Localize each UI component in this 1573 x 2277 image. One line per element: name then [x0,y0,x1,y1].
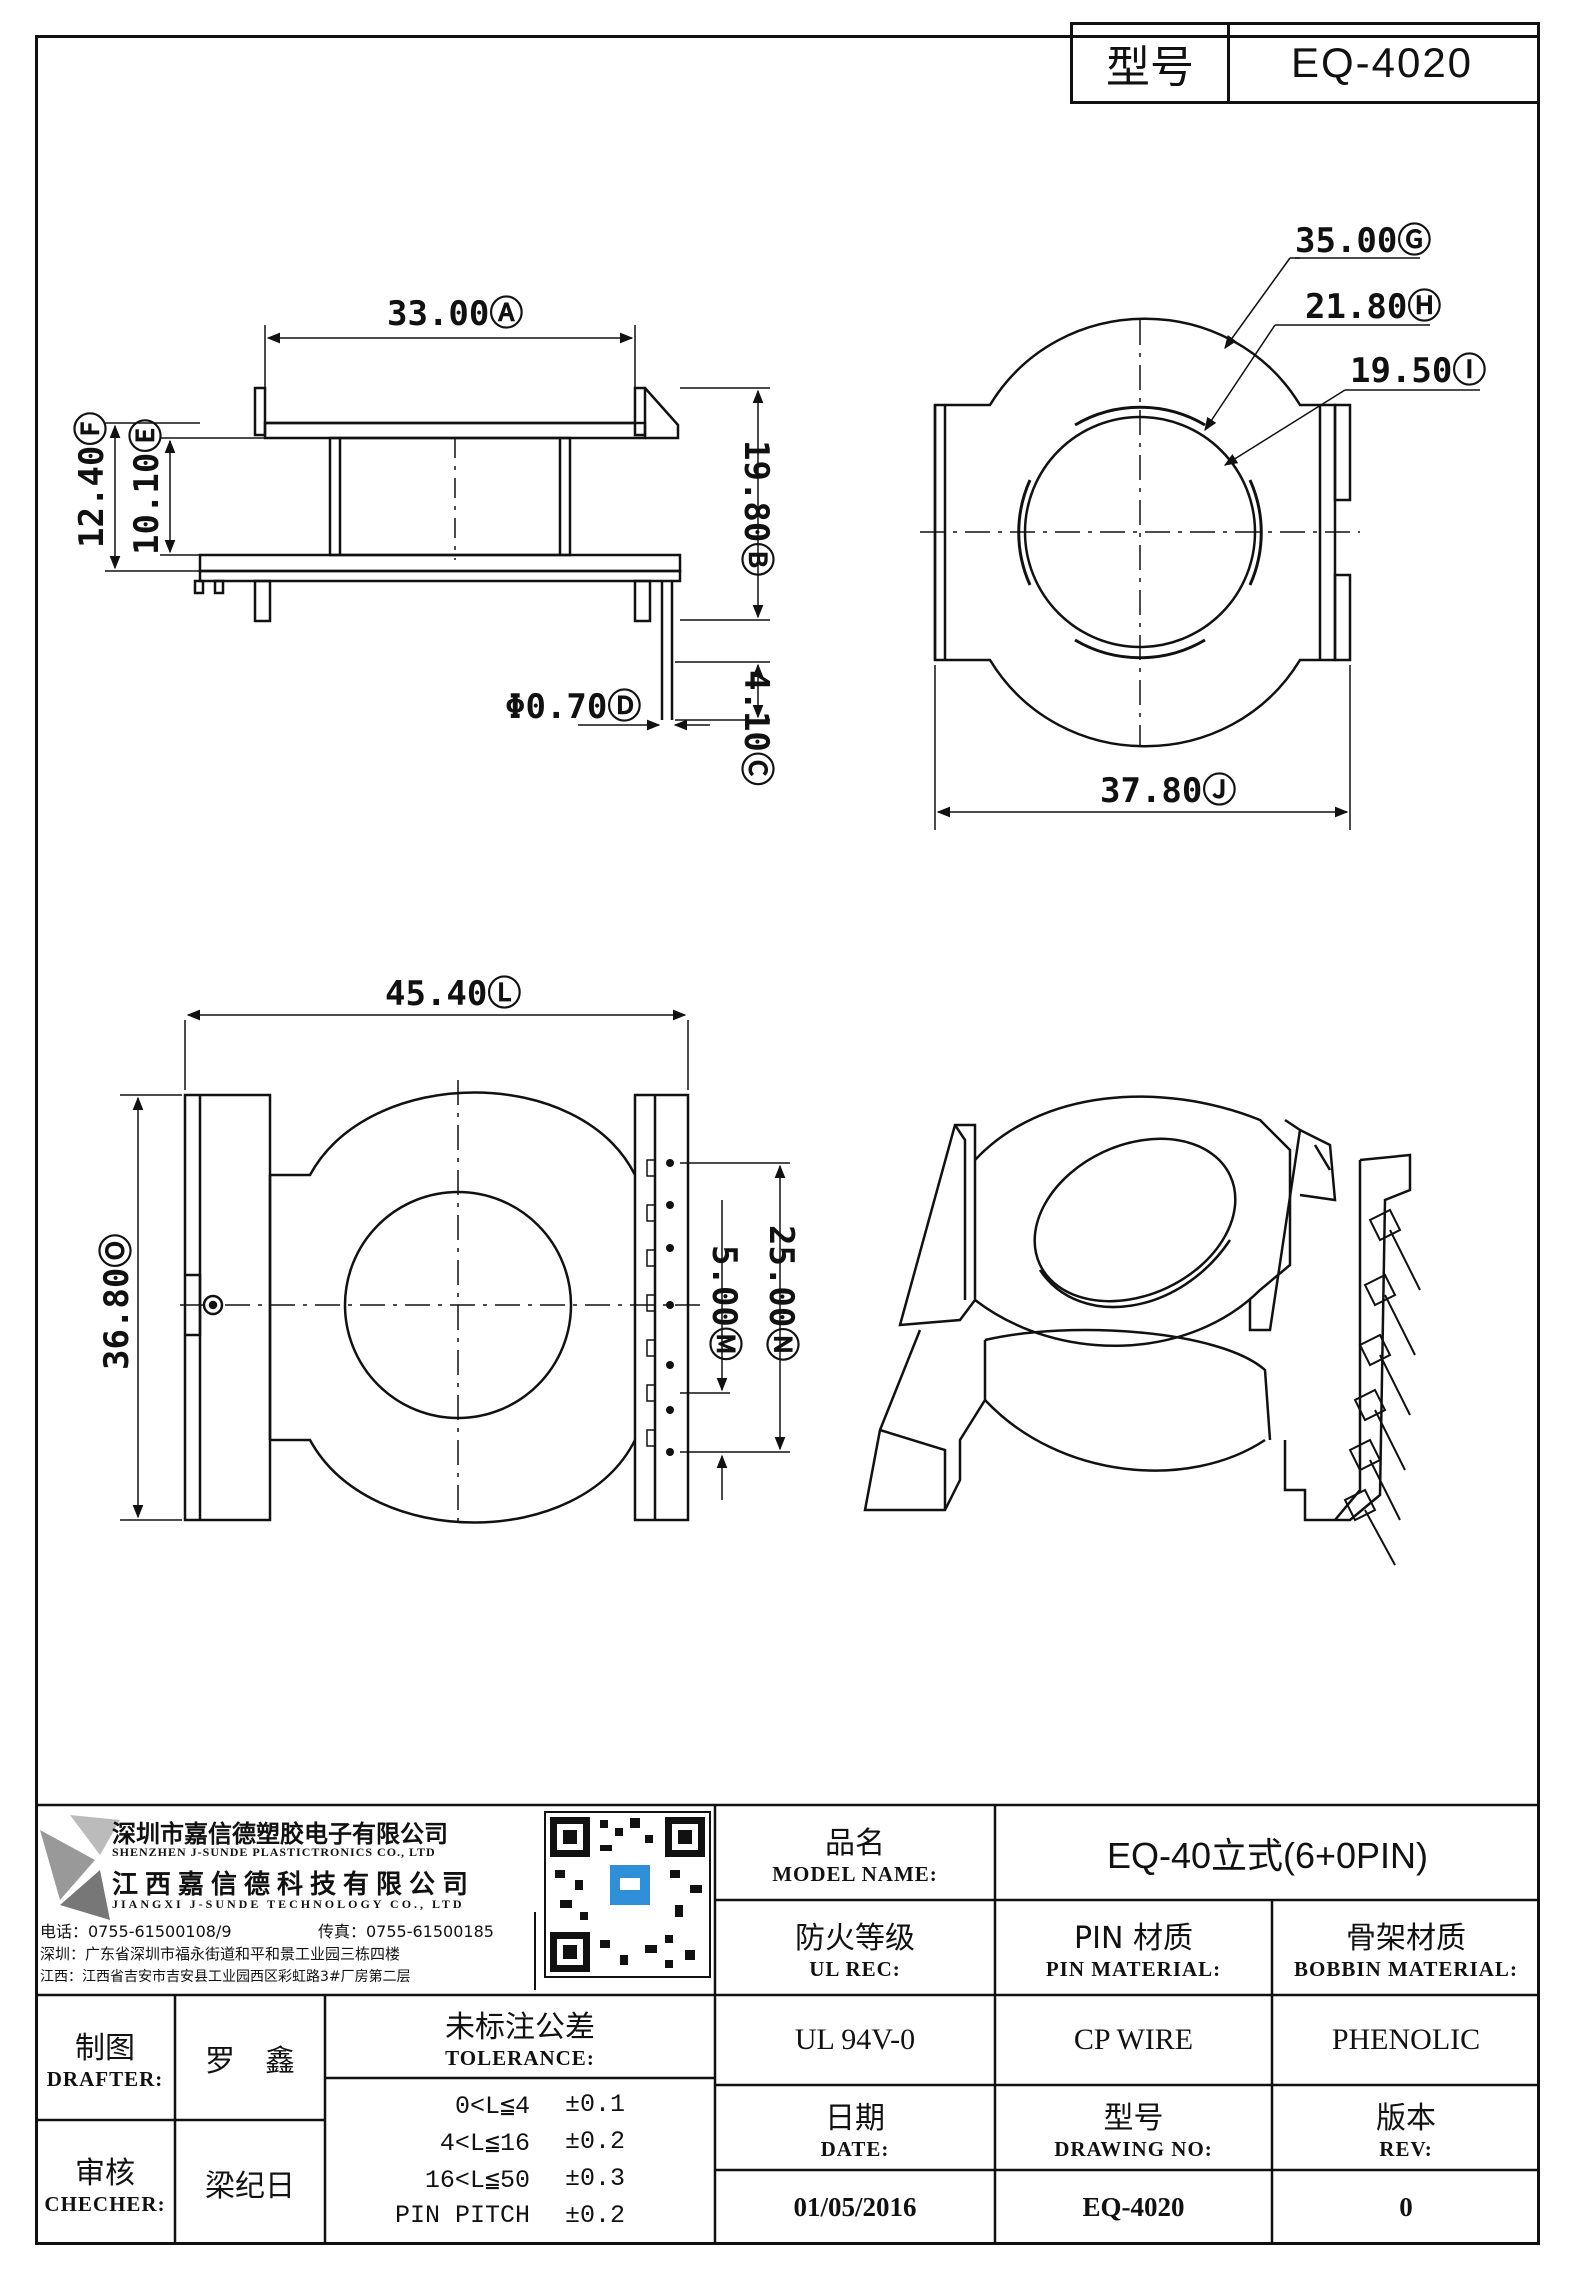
pin-cn: PIN 材质 [1074,1921,1193,1956]
dim-e: 10.10Ⓔ [127,419,167,555]
front-view [920,257,1480,830]
tol-range-1: 4<L≦16 [439,2129,530,2158]
drawing-cn: 型号 [1103,2101,1164,2136]
company-name-cn-2: 江西嘉信德科技有限公司 [112,1870,476,1900]
pin-material-label: PIN 材质 PIN MATERIAL: [995,1900,1272,1995]
pin-material-value: CP WIRE [1073,2023,1194,2056]
checker-en: CHECHER: [44,2192,166,2216]
qr-code [544,1811,711,1978]
ul-value: UL 94V-0 [794,2023,916,2056]
bobbin-material-label: 骨架材质 BOBBIN MATERIAL: [1272,1900,1540,1995]
checker-label: 审核 CHECHER: [35,2120,175,2245]
tol-value-0: ±0.1 [565,2090,626,2119]
bobbin-cn: 骨架材质 [1346,1921,1466,1956]
ul-cn: 防火等级 [795,1921,915,1956]
date-label: 日期 DATE: [715,2085,995,2170]
dim-j: 37.80Ⓙ [1100,771,1236,811]
tolerance-cn: 未标注公差 [445,2010,595,2045]
model-name-value: EQ-40立式(6+0PIN) [1106,1834,1429,1876]
dim-i: 19.50Ⓘ [1350,351,1486,391]
bottom-view [120,1009,790,1530]
tol-range-0: 0<L≦4 [454,2092,530,2121]
date-cn: 日期 [825,2101,885,2136]
tol-range-2: 16<L≦50 [424,2166,530,2195]
company-address-jiangxi: 江西：江西省吉安市吉安县工业园西区彩虹路3#厂房第二层 [40,1969,411,1985]
bobbin-en: BOBBIN MATERIAL: [1294,1957,1518,1981]
ul-label: 防火等级 UL REC: [715,1900,995,1995]
company-name-cn-1: 深圳市嘉信德塑胶电子有限公司 [112,1820,448,1848]
model-name-label: 品名 MODEL NAME: [715,1805,995,1900]
model-label-cell: 型号 [1070,22,1230,104]
drafter-cn: 制图 [75,2031,135,2066]
company-name-en-2: JIANGXI J-SUNDE TECHNOLOGY CO., LTD [112,1897,465,1911]
dim-f: 12.40Ⓕ [72,412,112,548]
drawing-frame [35,35,1540,2245]
drawing-en: DRAWING NO: [1054,2137,1213,2161]
rev-cn: 版本 [1376,2101,1436,2136]
company-logo [40,1815,120,1920]
rev-value: 0 [1399,2192,1413,2222]
company-phone: 电话：0755-61500108/9 [40,1922,232,1941]
title-block-grid [35,1803,1540,2245]
dim-d: Φ0.70Ⓓ [505,687,641,727]
checker-cn: 审核 [75,2156,135,2191]
date-value: 01/05/2016 [793,2192,917,2222]
tolerance-label: 未标注公差 TOLERANCE: [325,1995,715,2078]
dim-l: 45.40Ⓛ [385,974,521,1014]
model-name-en: MODEL NAME: [772,1862,938,1886]
drawing-no-label: 型号 DRAWING NO: [995,2085,1272,2170]
company-fax: 传真：0755-61500185 [318,1922,494,1941]
ul-en: UL REC: [809,1957,901,1981]
dim-h: 21.80Ⓗ [1305,287,1441,327]
model-value: EQ-4020 [1290,39,1474,86]
side-view [105,325,770,731]
dim-c: 4.10Ⓒ [736,670,776,786]
company-name-en-1: SHENZHEN J-SUNDE PLASTICTRONICS CO., LTD [112,1845,436,1859]
drafter-en: DRAFTER: [46,2067,164,2091]
model-value-cell: EQ-4020 [1227,22,1540,104]
rev-en: REV: [1379,2137,1433,2161]
tolerance-en: TOLERANCE: [445,2046,595,2070]
tol-value-3: ±0.2 [565,2201,626,2230]
model-name-cn: 品名 [825,1826,885,1861]
model-name-value-cell: EQ-40立式(6+0PIN) [995,1805,1540,1900]
dim-g: 35.00Ⓖ [1295,221,1431,261]
dim-o: 36.80Ⓞ [97,1234,137,1370]
isometric-view [863,1095,1421,1566]
drafter-label: 制图 DRAFTER: [35,1995,175,2120]
dim-m: 5.00Ⓜ [704,1245,744,1361]
bobbin-material-value: PHENOLIC [1331,2023,1481,2056]
model-label: 型号 [1106,42,1194,93]
tol-value-2: ±0.3 [565,2164,626,2193]
dim-b: 19.80Ⓑ [736,440,776,576]
tol-range-3: PIN PITCH [394,2201,530,2230]
dim-n: 25.00Ⓝ [761,1225,801,1361]
drafter-value: 罗 鑫 [205,2043,295,2079]
drawing-no-value: EQ-4020 [1082,2192,1185,2222]
dim-a: 33.00Ⓐ [387,294,523,334]
dimension-labels: 33.00Ⓐ 19.80Ⓑ 4.10Ⓒ Φ0.70Ⓓ 10.10Ⓔ 12.40Ⓕ… [72,221,1486,1370]
checker-value: 梁纪日 [205,2168,295,2204]
pin-en: PIN MATERIAL: [1045,1957,1222,1981]
tol-value-1: ±0.2 [565,2127,626,2156]
rev-label: 版本 REV: [1272,2085,1540,2170]
company-address-shenzhen: 深圳：广东省深圳市福永街道和平和景工业园三栋四楼 [40,1945,401,1963]
date-en: DATE: [820,2137,890,2161]
